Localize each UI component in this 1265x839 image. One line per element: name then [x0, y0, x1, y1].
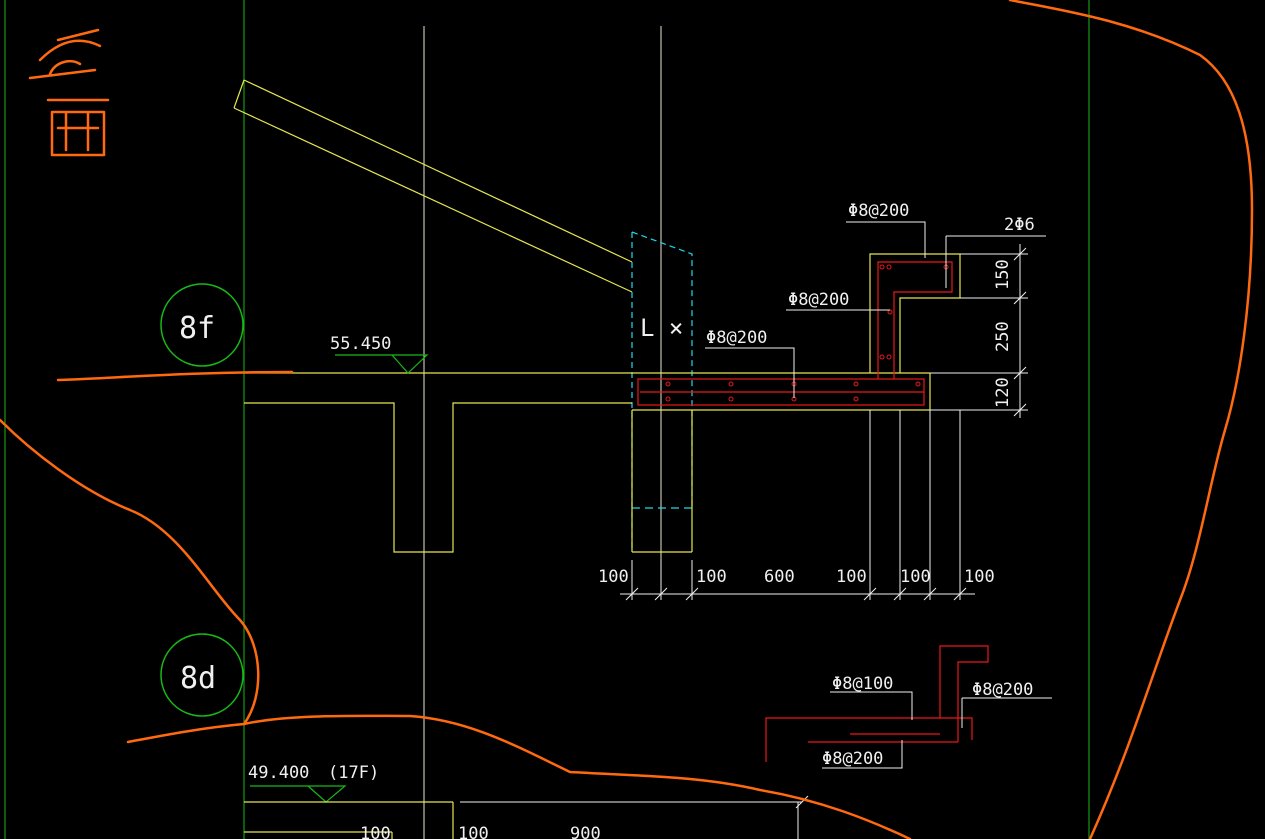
floor-slab[interactable] — [244, 372, 930, 553]
hdim-2: 100 — [696, 567, 727, 587]
elevation-bottom-floor: (17F) — [328, 763, 379, 783]
markup-cloud-right — [1008, 0, 1254, 839]
markup-cloud-left — [0, 418, 260, 726]
hdim-1: 100 — [598, 567, 629, 587]
label-detail-b: Φ8@200 — [972, 680, 1033, 700]
elevation-bottom-value: 49.400 — [248, 763, 309, 783]
gutter-outline[interactable] — [869, 253, 961, 410]
hdim-3: 600 — [764, 567, 795, 587]
markup-char-2 — [46, 98, 110, 157]
vertical-dimension — [930, 244, 1028, 418]
vdim-150: 150 — [993, 259, 1013, 290]
label-detail-a: Φ8@100 — [832, 674, 893, 694]
grid-lines — [4, 0, 1090, 839]
axis-bubble-8d[interactable]: 8d — [160, 633, 244, 717]
label-detail-c: Φ8@200 — [822, 749, 883, 769]
axis-bubble-8f[interactable]: 8f — [160, 283, 244, 367]
lower-dimension — [460, 795, 809, 839]
elevation-marker-top[interactable]: 55.450 — [330, 334, 429, 374]
rebar-leaders — [705, 221, 1046, 398]
vdim-120: 120 — [993, 377, 1013, 408]
bottom-dim-2: 100 — [458, 824, 489, 839]
elevation-marker-bottom[interactable]: 49.400 (17F) — [248, 763, 379, 803]
axis-bubble-8f-label: 8f — [179, 311, 215, 346]
sloped-roof-slab[interactable] — [233, 79, 633, 293]
column-section[interactable] — [631, 231, 693, 553]
axis-bubble-8d-label: 8d — [180, 661, 216, 696]
hdim-4: 100 — [836, 567, 867, 587]
horizontal-dimension — [620, 410, 975, 601]
label-top-stirrup: Φ8@200 — [848, 201, 909, 221]
markup-char-1 — [28, 28, 102, 80]
elevation-top-value: 55.450 — [330, 334, 391, 354]
hdim-6: 100 — [964, 567, 995, 587]
rebar-cage[interactable] — [637, 261, 953, 406]
wall-mark: L × — [640, 314, 683, 342]
bottom-dim-3: 900 — [570, 824, 601, 839]
label-slab-bars: Φ8@200 — [706, 328, 767, 348]
rebar-detail-sketch[interactable] — [765, 645, 989, 762]
vdim-250: 250 — [993, 321, 1013, 352]
lower-floor-outline — [244, 801, 454, 839]
label-wall-bars: Φ8@200 — [788, 290, 849, 310]
rebar-dots — [665, 264, 949, 402]
detail-leaders — [822, 691, 1052, 769]
bottom-dim-1: 100 — [360, 824, 391, 839]
markup-line-elev — [56, 370, 294, 382]
hdim-5: 100 — [900, 567, 931, 587]
label-top-bars: 2Φ6 — [1004, 215, 1035, 235]
